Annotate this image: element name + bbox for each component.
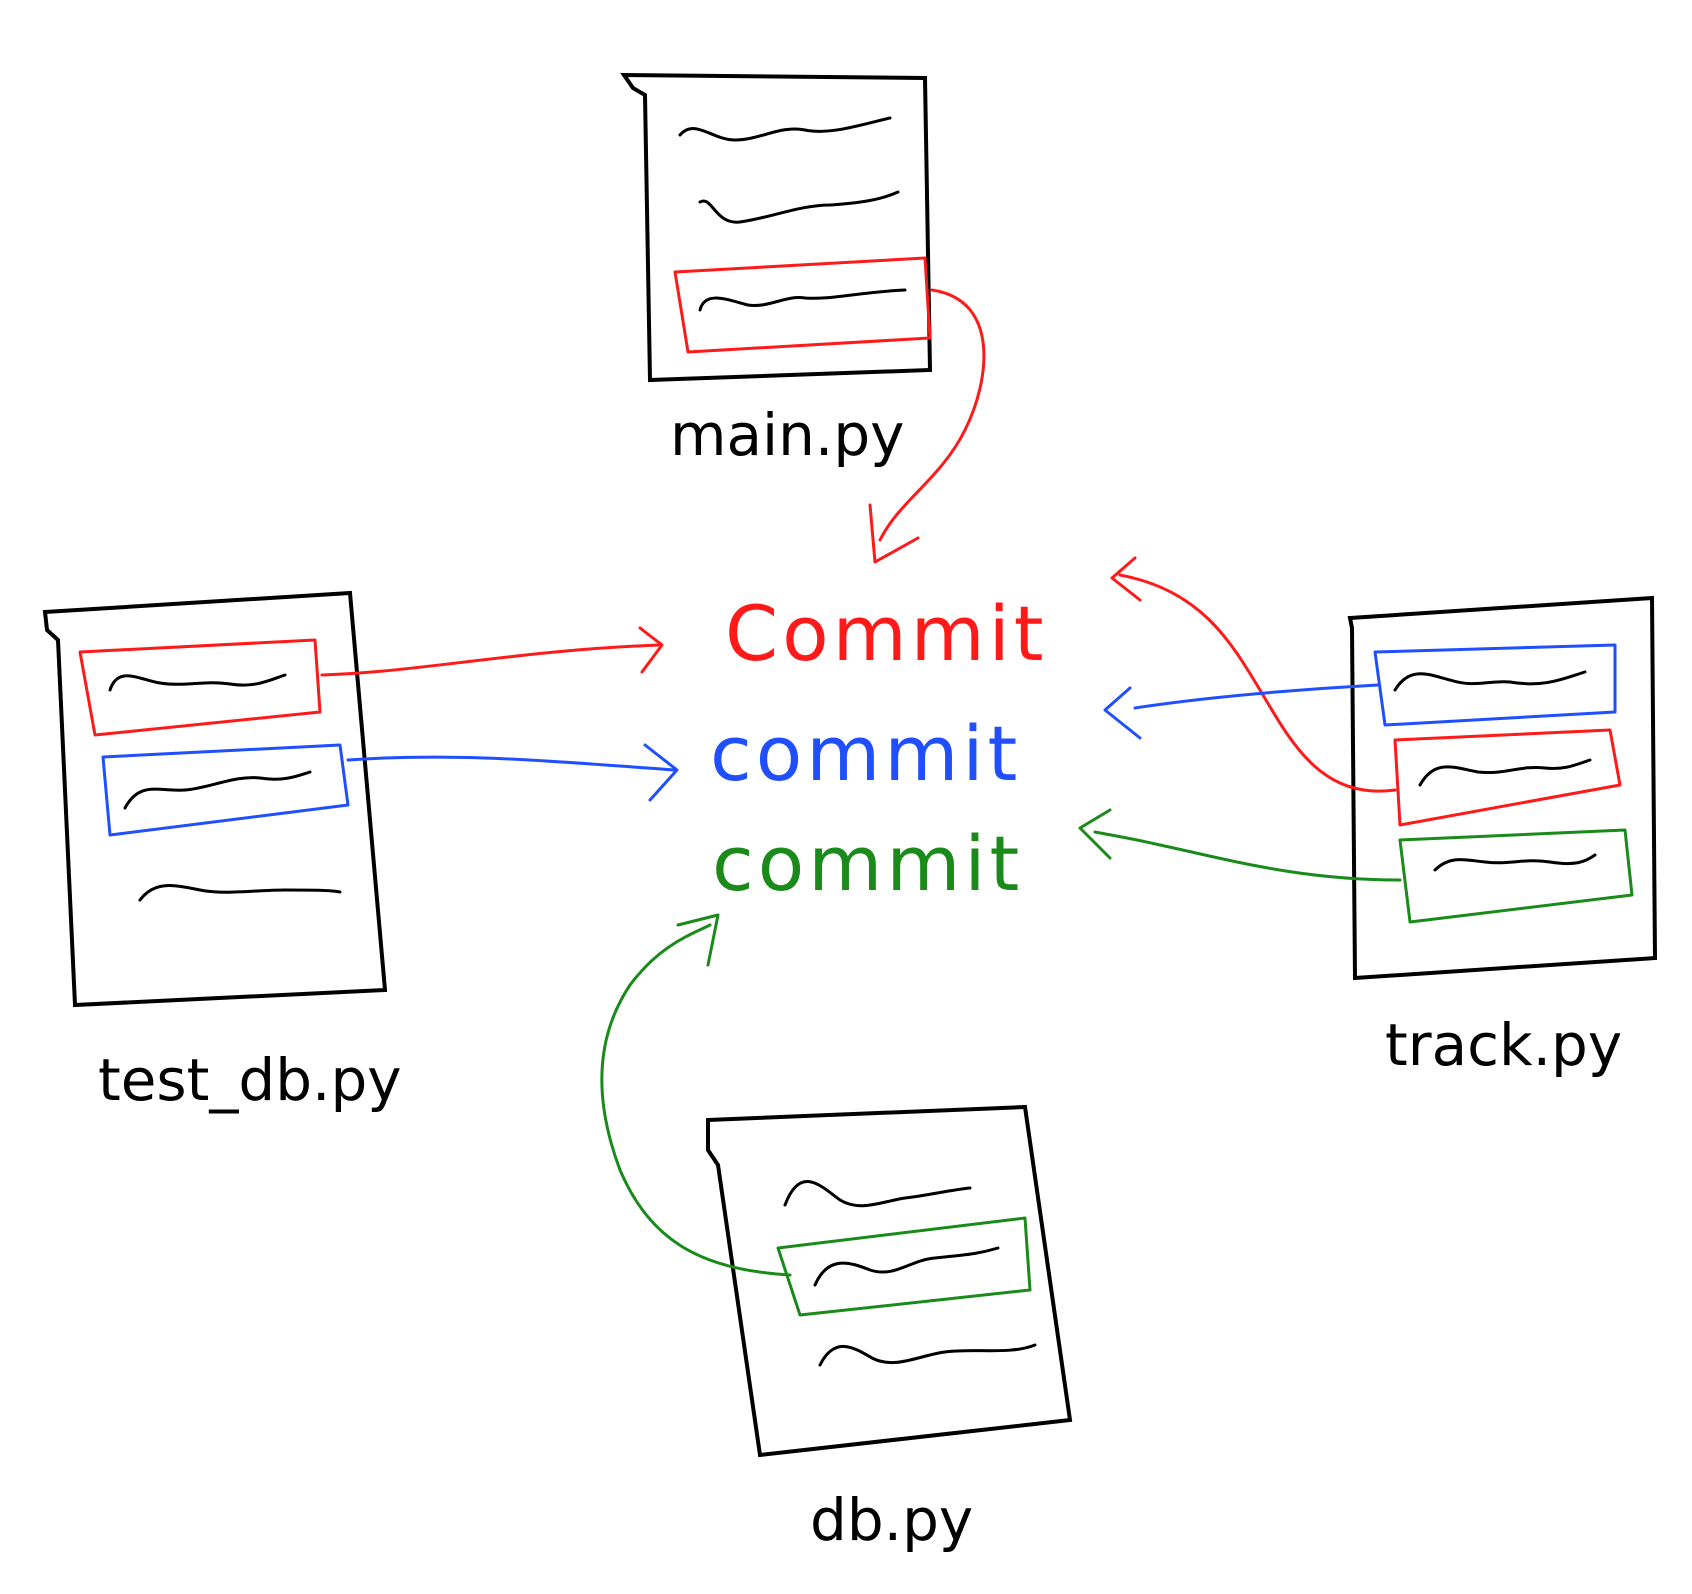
commit-green: commit bbox=[712, 819, 1023, 908]
arrow-test-db-red-to-commit-head bbox=[638, 626, 664, 674]
test-db-py-highlight-blue bbox=[101, 743, 350, 837]
db-py-document: db.py bbox=[706, 1104, 1073, 1554]
track-py-highlight-green bbox=[1398, 828, 1634, 924]
main-py-line-2 bbox=[698, 190, 900, 224]
test-db-py-highlight-red bbox=[78, 638, 322, 737]
arrow-test-db-blue-to-commit bbox=[346, 755, 677, 772]
db-py-page bbox=[706, 1104, 1073, 1458]
commit-blue: commit bbox=[710, 709, 1021, 798]
main-py-highlight-red bbox=[673, 256, 932, 354]
arrow-track-red-to-commit bbox=[1118, 573, 1397, 793]
test-db-py-document: test_db.py bbox=[42, 590, 402, 1114]
main-py-line-3 bbox=[698, 288, 907, 312]
arrow-track-red-to-commit-head bbox=[1110, 556, 1142, 602]
track-py-highlight-blue bbox=[1373, 643, 1617, 727]
arrow-db-green-to-commit-head bbox=[676, 913, 720, 967]
commit-red: Commit bbox=[725, 589, 1048, 678]
db-py-label: db.py bbox=[810, 1486, 973, 1554]
arrow-db-green-to-commit bbox=[600, 923, 792, 1277]
db-py-line-1 bbox=[783, 1180, 972, 1208]
arrow-test-db-blue-to-commit-head bbox=[643, 743, 679, 802]
main-py-label: main.py bbox=[670, 401, 905, 469]
db-py-line-3 bbox=[818, 1343, 1037, 1367]
test-db-py-line-2 bbox=[123, 770, 312, 810]
arrow-track-blue-to-commit-head bbox=[1103, 686, 1142, 740]
main-py-line-1 bbox=[678, 116, 892, 142]
arrow-main-to-commit bbox=[878, 288, 986, 542]
test-db-py-label: test_db.py bbox=[98, 1046, 402, 1114]
track-py-label: track.py bbox=[1385, 1011, 1622, 1079]
main-py-document: main.py bbox=[620, 72, 933, 469]
test-db-py-line-1 bbox=[108, 673, 287, 692]
arrow-track-green-to-commit bbox=[1093, 830, 1402, 882]
track-py-highlight-red bbox=[1393, 728, 1622, 827]
db-py-line-2 bbox=[813, 1246, 1000, 1287]
arrow-track-green-to-commit-head bbox=[1078, 808, 1112, 860]
db-py-highlight-green bbox=[776, 1216, 1032, 1317]
track-py-line-1 bbox=[1393, 670, 1587, 692]
track-py-document: track.py bbox=[1347, 595, 1658, 1079]
arrow-test-db-red-to-commit bbox=[320, 643, 662, 677]
arrow-track-blue-to-commit bbox=[1133, 683, 1380, 710]
main-py-page bbox=[620, 72, 933, 383]
track-py-line-3 bbox=[1433, 853, 1597, 872]
track-py-page bbox=[1347, 595, 1658, 981]
arrow-main-to-commit-head bbox=[868, 503, 920, 564]
test-db-py-page bbox=[42, 590, 388, 1008]
test-db-py-line-3 bbox=[138, 884, 342, 902]
track-py-line-2 bbox=[1418, 758, 1592, 787]
